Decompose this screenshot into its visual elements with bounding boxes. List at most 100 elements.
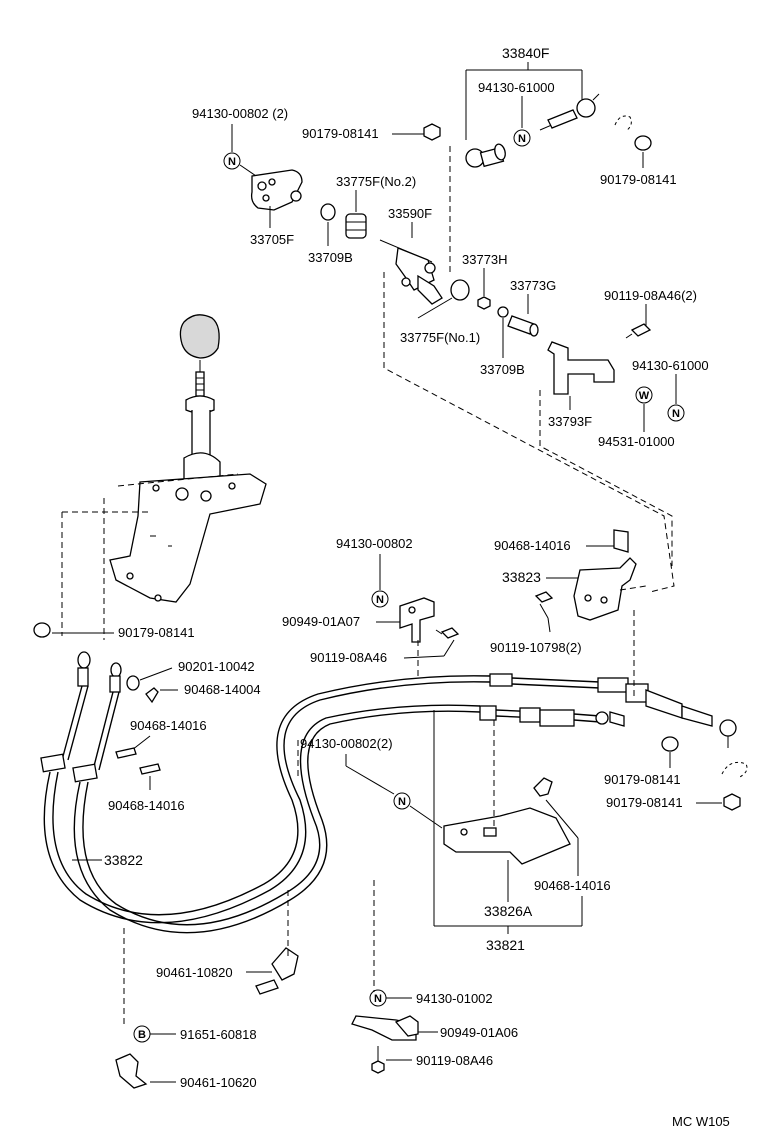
svg-text:N: N [374, 993, 382, 1005]
label-90179-08141-b: 90179-08141 [600, 172, 677, 187]
badge-n: N [513, 129, 531, 147]
label-33705F: 33705F [250, 232, 294, 247]
nut-90179-08141-a: 90179-08141 [302, 123, 441, 141]
nut-90179-08141-d: 90179-08141 [604, 736, 681, 787]
svg-text:N: N [518, 133, 526, 145]
label-90468-14016-c: 90468-14016 [108, 798, 185, 813]
cable-fittings-right [479, 673, 737, 748]
label-90949-01A06: 90949-01A06 [440, 1025, 518, 1040]
label-90119-08A46-b: 90119-08A46 [416, 1053, 493, 1068]
diagram-code: MC W105 [672, 1114, 730, 1129]
label-33590F: 33590F [388, 206, 432, 221]
bolt-33773G: 33773G [507, 278, 556, 337]
badge-n: N [371, 590, 389, 608]
cable-ends-left [40, 651, 122, 783]
label-90468-14004: 90468-14004 [184, 682, 261, 697]
group-94130-00802-top: 94130-00802 (2) N [192, 106, 288, 181]
label-33793F: 33793F [548, 414, 592, 429]
group-94130-01002: N 94130-01002 [369, 989, 493, 1007]
label-33773H: 33773H [462, 252, 508, 267]
group-94130-00802: 94130-00802 N [336, 536, 413, 608]
clip-90468-14016-c: 90468-14016 [108, 763, 185, 813]
label-90201-10042: 90201-10042 [178, 659, 255, 674]
label-94130-01002: 94130-01002 [416, 991, 493, 1006]
label-90468-14016-b: 90468-14016 [130, 718, 207, 733]
label-33775F-no1: 33775F(No.1) [400, 330, 480, 345]
label-90179-08141-e: 90179-08141 [606, 795, 683, 810]
clip-90461-10820: 90461-10820 [156, 947, 299, 995]
lever-33590F: 33590F [379, 206, 443, 305]
cable-33822-label: 33822 [72, 852, 143, 868]
ball-joint-left [465, 143, 506, 168]
label-90468-14016-a: 90468-14016 [494, 538, 571, 553]
bolt-90119-08A46-2: 90119-08A46(2) [604, 288, 697, 339]
bolt-90119-10798-2: 90119-10798(2) [490, 591, 582, 655]
bracket-33826A: 33826A [443, 807, 571, 919]
washer-90201-10042: 90201-10042 [126, 659, 255, 691]
label-90179-08141-d: 90179-08141 [604, 772, 681, 787]
label-33821: 33821 [486, 937, 525, 953]
label-94130-00802-2-top: 94130-00802 (2) [192, 106, 288, 121]
label-33709B-b: 33709B [480, 362, 525, 377]
badge-b: B [133, 1025, 151, 1043]
label-33826A: 33826A [484, 903, 533, 919]
bolt-91651-60818: B 91651-60818 [133, 1025, 257, 1043]
clip-90468-14016-b: 90468-14016 [115, 718, 207, 759]
bolt-90119-08A46-b: 90119-08A46 [371, 1046, 493, 1074]
badge-n: N [393, 792, 411, 810]
label-94130-00802: 94130-00802 [336, 536, 413, 551]
clamp-90949-01A07: 90949-01A07 [282, 597, 435, 643]
label-90461-10820: 90461-10820 [156, 965, 233, 980]
clip-90468-14004: 90468-14004 [145, 682, 261, 704]
svg-text:W: W [639, 390, 650, 402]
label-90179-08141-a: 90179-08141 [302, 126, 379, 141]
label-90119-08A46-a: 90119-08A46 [310, 650, 387, 665]
label-33840F: 33840F [502, 45, 549, 61]
bracket-33705F: 33705F [250, 169, 303, 247]
bushing-33775F-no2: 33775F(No.2) [336, 174, 416, 239]
nut-90179-08141-e: 90179-08141 [606, 761, 748, 811]
bushing-33709B-a: 33709B [308, 203, 353, 265]
label-33709B-a: 33709B [308, 250, 353, 265]
bushing-33775F-no1: 33775F(No.1) [400, 279, 480, 345]
nut-33773H: 33773H [462, 252, 508, 310]
bracket-33793F: 33793F [547, 341, 615, 429]
label-33775F-no2: 33775F(No.2) [336, 174, 416, 189]
label-33773G: 33773G [510, 278, 556, 293]
svg-text:N: N [398, 796, 406, 808]
nut-90179-08141-c: 90179-08141 [33, 622, 195, 640]
label-91651-60818: 91651-60818 [180, 1027, 257, 1042]
badge-n: N [667, 404, 685, 422]
svg-text:N: N [228, 156, 236, 168]
group-33840F: 33840F 94130-61000 N [465, 45, 583, 147]
label-90468-14016-d: 90468-14016 [534, 878, 611, 893]
ball-joint-right [539, 93, 600, 131]
svg-text:B: B [138, 1029, 146, 1041]
label-90179-08141-c: 90179-08141 [118, 625, 195, 640]
badge-w: W [635, 386, 653, 404]
bracket-33823: 90468-14016 33823 [494, 529, 637, 621]
clip-90461-10620: 90461-10620 [115, 1053, 257, 1090]
svg-text:N: N [672, 408, 680, 420]
shift-lever-assembly [109, 314, 267, 603]
label-90461-10620: 90461-10620 [180, 1075, 257, 1090]
label-90119-10798-2: 90119-10798(2) [490, 640, 582, 655]
clamp-90949-01A06: 90949-01A06 [351, 1015, 518, 1041]
label-33823: 33823 [502, 569, 541, 585]
group-94130-00802-2-mid: 94130-00802(2) N [300, 736, 443, 829]
badge-n: N [223, 152, 241, 170]
label-94130-00802-2-mid: 94130-00802(2) [300, 736, 393, 751]
clip-90468-14016-d: 90468-14016 [533, 777, 611, 893]
shift-cables [43, 675, 491, 934]
svg-text:N: N [376, 594, 384, 606]
label-94531-01000: 94531-01000 [598, 434, 675, 449]
label-94130-61000-right: 94130-61000 [632, 358, 709, 373]
bushing-33709B-b: 33709B [480, 306, 525, 377]
group-33821: 33821 [433, 710, 583, 953]
label-90949-01A07: 90949-01A07 [282, 614, 360, 629]
group-94130-61000-right: 94130-61000 N W 94531-01000 [598, 358, 709, 449]
badge-n: N [369, 989, 387, 1007]
bolt-90119-08A46-a: 90119-08A46 [310, 627, 460, 665]
dashed-connections [61, 146, 675, 1028]
